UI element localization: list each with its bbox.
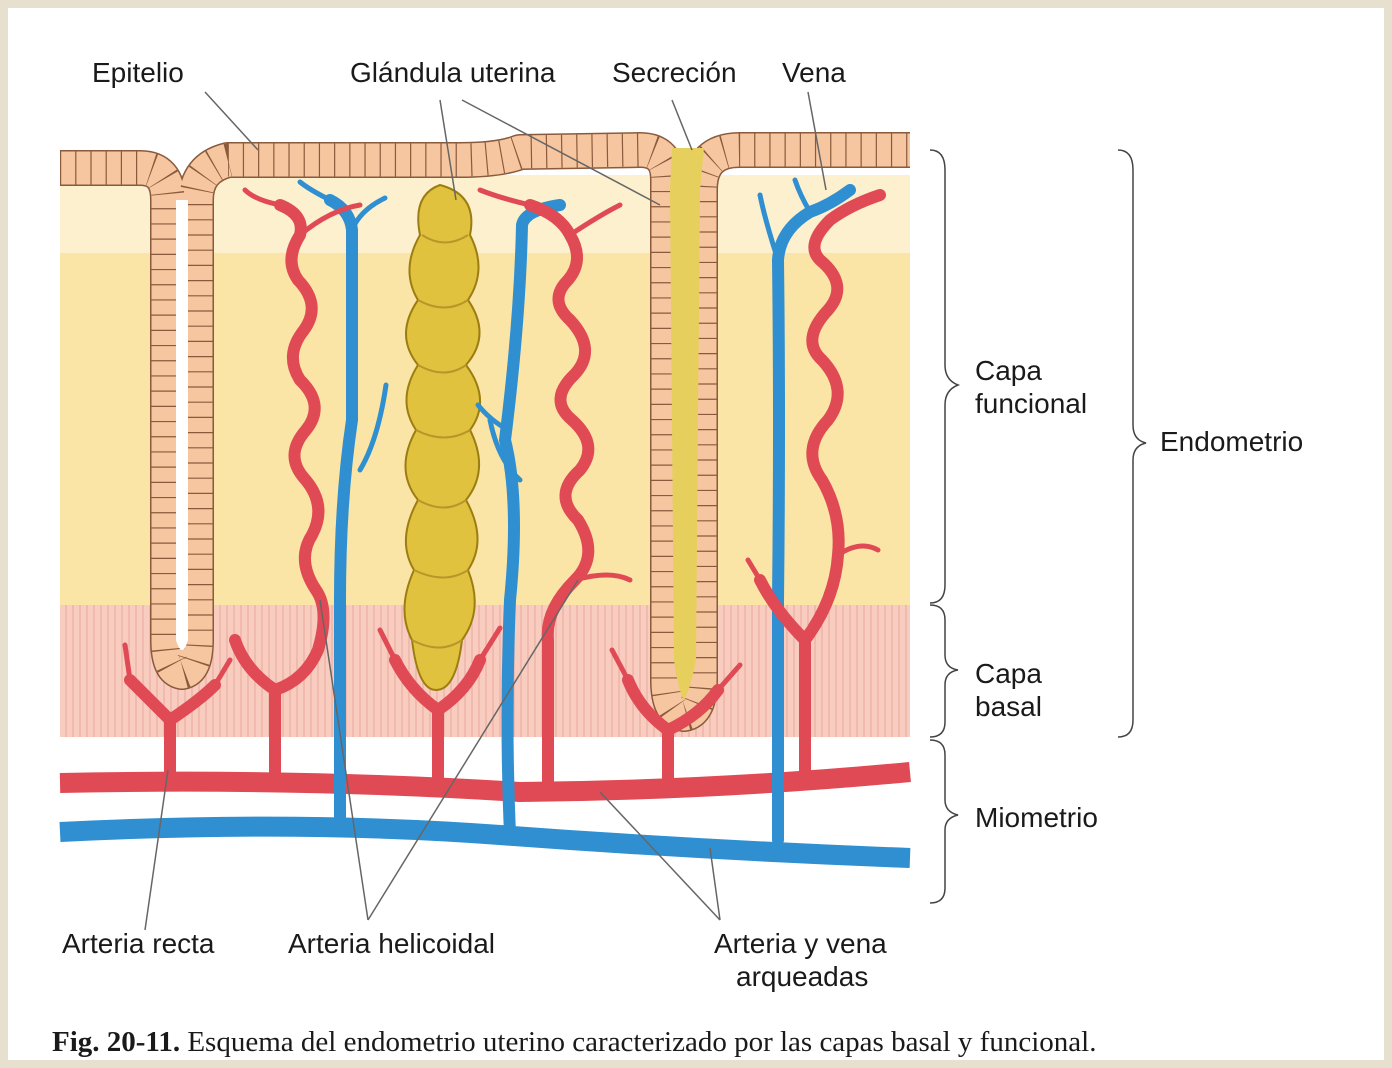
label-endometrio: Endometrio bbox=[1160, 426, 1303, 457]
label-capa-basal-2: basal bbox=[975, 691, 1042, 722]
label-glandula-uterina: Glándula uterina bbox=[350, 57, 556, 88]
label-arteria-helicoidal: Arteria helicoidal bbox=[288, 928, 495, 959]
label-capa-basal-1: Capa bbox=[975, 658, 1042, 689]
label-capa-funcional-1: Capa bbox=[975, 355, 1042, 386]
label-arcuate-1: Arteria y vena bbox=[714, 928, 887, 959]
caption-text: Esquema del endometrio uterino caracteri… bbox=[180, 1026, 1096, 1058]
label-vena: Vena bbox=[782, 57, 846, 88]
layer-braces bbox=[930, 150, 1146, 903]
label-capa-funcional-2: funcional bbox=[975, 388, 1087, 419]
label-arteria-recta: Arteria recta bbox=[62, 928, 215, 959]
figure-number: Fig. 20-11. bbox=[52, 1026, 180, 1058]
label-arcuate-2: arqueadas bbox=[736, 961, 868, 992]
label-miometrio: Miometrio bbox=[975, 802, 1098, 833]
figure-caption: Fig. 20-11. Esquema del endometrio uteri… bbox=[52, 1026, 1372, 1059]
label-epitelio: Epitelio bbox=[92, 57, 184, 88]
label-secrecion: Secreción bbox=[612, 57, 737, 88]
uterine-gland bbox=[404, 185, 480, 690]
